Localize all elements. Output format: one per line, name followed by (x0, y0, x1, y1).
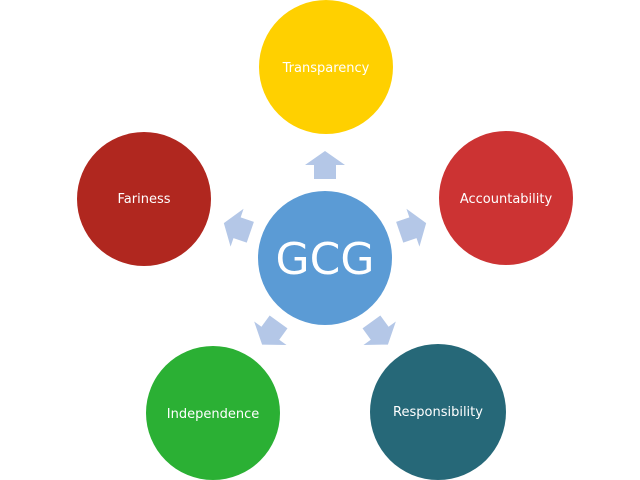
node-independence: Independence (146, 346, 280, 480)
arrow-lower-left-icon (254, 315, 288, 345)
node-transparency: Transparency (259, 0, 393, 134)
accountability-label: Accountability (460, 192, 553, 207)
node-responsibility: Responsibility (370, 344, 506, 480)
center-label: GCG (276, 234, 375, 285)
transparency-label: Transparency (282, 61, 370, 76)
fariness-label: Fariness (118, 192, 171, 207)
arrow-lower-right-icon (362, 315, 396, 345)
arrow-left-icon (223, 208, 254, 247)
node-accountability: Accountability (439, 131, 573, 265)
independence-label: Independence (167, 407, 259, 422)
center-node: GCG (258, 191, 392, 325)
responsibility-label: Responsibility (393, 405, 483, 420)
arrow-right-icon (396, 208, 427, 247)
arrow-up-icon (305, 151, 345, 179)
node-fariness: Fariness (77, 132, 211, 266)
